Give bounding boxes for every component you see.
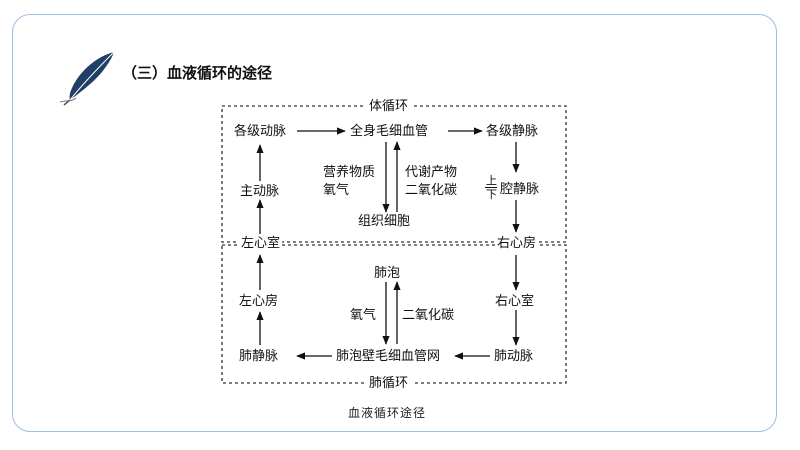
node-vena-cava: 腔静脉 <box>500 182 540 197</box>
label-upper: 上 <box>486 174 497 187</box>
node-alveolar-capillaries: 肺泡壁毛细血管网 <box>336 349 441 364</box>
label-nutrients: 营养物质 <box>323 165 376 180</box>
pulmonary-circulation-label: 肺循环 <box>365 376 413 391</box>
label-oxygen-systemic: 氧气 <box>323 183 350 198</box>
node-tissue-cells: 组织细胞 <box>358 214 411 229</box>
node-pulmonary-artery: 肺动脉 <box>494 349 534 364</box>
label-lower: 下 <box>486 188 497 201</box>
node-body-capillaries: 全身毛细血管 <box>350 124 429 139</box>
label-wastes: 代谢产物 <box>405 165 458 180</box>
diagram-caption: 血液循环途径 <box>348 406 427 420</box>
label-co2-pulmonary: 二氧化碳 <box>402 308 455 323</box>
feather-quill-icon <box>59 51 115 106</box>
label-oxygen-pulmonary: 氧气 <box>350 308 377 323</box>
node-left-atrium: 左心房 <box>239 294 279 309</box>
node-veins: 各级静脉 <box>486 124 539 139</box>
node-right-atrium: 右心房 <box>495 236 539 251</box>
slide-frame <box>12 14 777 432</box>
node-pulmonary-vein: 肺静脉 <box>239 349 279 364</box>
node-right-ventricle: 右心室 <box>495 294 535 309</box>
systemic-circulation-label: 体循环 <box>365 99 413 114</box>
node-aorta: 主动脉 <box>240 184 280 199</box>
fraction-bar <box>485 187 497 188</box>
node-arteries: 各级动脉 <box>234 124 287 139</box>
node-left-ventricle: 左心室 <box>239 236 283 251</box>
node-alveoli: 肺泡 <box>374 266 401 281</box>
section-heading: （三）血液循环的途径 <box>122 64 273 82</box>
label-co2-systemic: 二氧化碳 <box>405 183 458 198</box>
